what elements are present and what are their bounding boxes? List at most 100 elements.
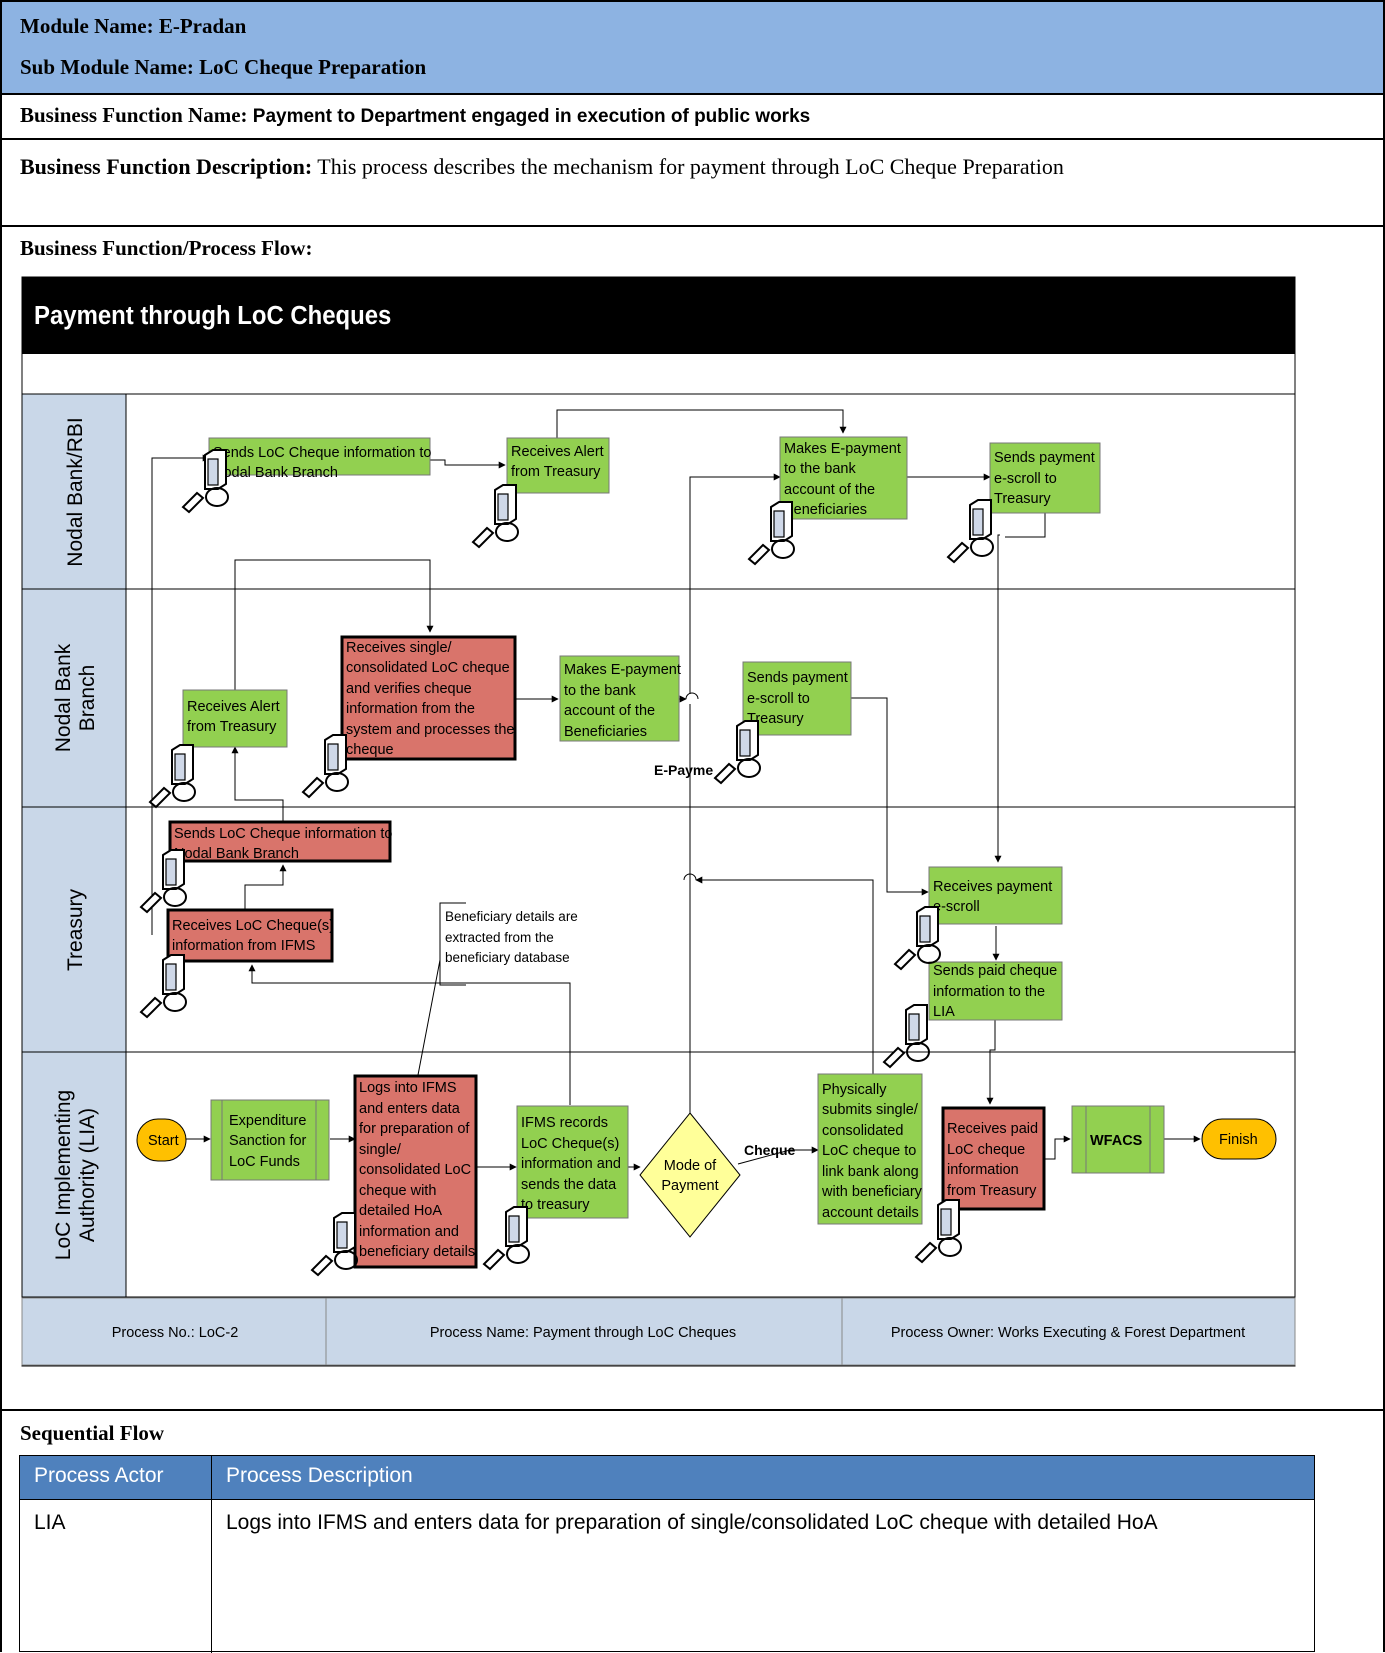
cheque-label: Cheque: [744, 1142, 796, 1158]
svg-text:consolidated: consolidated: [822, 1123, 903, 1139]
diagram-title-bar: [22, 277, 1295, 354]
svg-text:to the bank: to the bank: [564, 683, 636, 699]
svg-text:account details: account details: [822, 1205, 919, 1221]
svg-text:cheque: cheque: [346, 742, 394, 758]
svg-text:LoC Cheque(s): LoC Cheque(s): [521, 1136, 619, 1152]
physically-submits-box: [817, 1073, 923, 1225]
svg-text:Authority (LIA): Authority (LIA): [76, 1108, 99, 1242]
svg-text:Receives LoC Cheque(s): Receives LoC Cheque(s): [172, 918, 334, 934]
svg-text:Treasury: Treasury: [994, 491, 1051, 507]
tr-sends-box: [168, 820, 392, 863]
svg-text:consolidated LoC: consolidated LoC: [359, 1162, 471, 1178]
svg-text:information to the: information to the: [933, 984, 1045, 1000]
epayment-label: E-Payme: [654, 762, 713, 778]
svg-text:Receives Alert: Receives Alert: [511, 444, 604, 460]
business-function-name: Business Function Name: Payment to Depar…: [20, 103, 811, 127]
tr-sends-paid-box: [928, 961, 1063, 1021]
svg-text:Logs into IFMS: Logs into IFMS: [359, 1080, 457, 1096]
process-flow-label: Business Function/Process Flow:: [20, 236, 313, 260]
svg-text:Nodal Bank Branch: Nodal Bank Branch: [174, 846, 299, 862]
nb-receives-alert-box: [182, 689, 288, 748]
svg-text:Payment: Payment: [661, 1178, 718, 1194]
svg-text:submits single/: submits single/: [822, 1102, 919, 1118]
nb-receives-cheque-box: [340, 635, 517, 761]
finish-node: [1201, 1118, 1277, 1160]
lane-treasury: Treasury: [64, 888, 87, 971]
svg-text:to treasury: to treasury: [521, 1197, 590, 1213]
svg-text:Expenditure: Expenditure: [229, 1113, 306, 1129]
ifms-records-box: [516, 1105, 629, 1219]
svg-text:to the bank: to the bank: [784, 461, 856, 477]
svg-text:information and: information and: [359, 1224, 459, 1240]
module-name: Module Name: E-Pradan: [20, 14, 247, 38]
svg-text:e-scroll: e-scroll: [933, 899, 980, 915]
col-process-actor: Process Actor: [20, 1456, 211, 1499]
svg-text:single/: single/: [359, 1142, 402, 1158]
tr-annotation-note: Beneficiary details are extracted from t…: [445, 909, 578, 965]
svg-text:consolidated LoC cheque: consolidated LoC cheque: [346, 660, 510, 676]
svg-text:from Treasury: from Treasury: [947, 1183, 1037, 1199]
svg-text:system and processes the: system and processes the: [346, 722, 514, 738]
nb-sends-scroll-box: [742, 661, 852, 736]
table-row-actor: LIA: [34, 1511, 66, 1534]
col-process-description: Process Description: [212, 1456, 1314, 1499]
svg-text:sends the data: sends the data: [521, 1177, 617, 1193]
rbi-sends-box: [208, 437, 431, 476]
svg-text:Receives paid: Receives paid: [947, 1121, 1038, 1137]
svg-text:with beneficiary: with beneficiary: [821, 1184, 923, 1200]
svg-text:and enters data: and enters data: [359, 1101, 461, 1117]
svg-text:Start: Start: [148, 1133, 179, 1149]
svg-text:for preparation of: for preparation of: [359, 1121, 470, 1137]
svg-text:account of the: account of the: [564, 703, 655, 719]
svg-text:Branch: Branch: [76, 665, 99, 732]
svg-text:information: information: [947, 1162, 1019, 1178]
svg-text:WFACS: WFACS: [1090, 1133, 1143, 1149]
svg-text:IFMS records: IFMS records: [521, 1115, 608, 1131]
svg-text:Process Name: Payment through: Process Name: Payment through LoC Cheque…: [430, 1325, 736, 1341]
svg-text:e-scroll to: e-scroll to: [994, 471, 1057, 487]
lane-lia: LoC Implementing Authority (LIA): [52, 1090, 99, 1260]
svg-text:from Treasury: from Treasury: [187, 719, 277, 735]
sequential-table: Process Actor Process Description LIA Lo…: [19, 1455, 1315, 1653]
sequential-flow-title: Sequential Flow: [20, 1421, 165, 1445]
svg-text:Sends LoC Cheque information: Sends LoC Cheque information to: [213, 445, 431, 461]
logs-into-ifms-box: [353, 1074, 478, 1269]
svg-text:link bank along: link bank along: [822, 1164, 919, 1180]
submodule-name: Sub Module Name: LoC Cheque Preparation: [20, 55, 427, 79]
svg-text:detailed HoA: detailed HoA: [359, 1203, 442, 1219]
start-node: [136, 1118, 187, 1162]
svg-text:Sanction for: Sanction for: [229, 1133, 307, 1149]
rbi-sends-scroll-box: [989, 442, 1101, 514]
svg-text:beneficiary database: beneficiary database: [445, 950, 570, 965]
svg-text:Treasury: Treasury: [747, 711, 804, 727]
rbi-receives-box: [506, 437, 610, 494]
svg-text:Sends paid cheque: Sends paid cheque: [933, 963, 1057, 979]
rbi-makes-payment-box: [779, 436, 908, 520]
svg-text:Sends payment: Sends payment: [747, 670, 848, 686]
mode-of-payment-decision: [639, 1112, 741, 1238]
svg-text:extracted from the: extracted from the: [445, 930, 554, 945]
svg-text:Beneficiaries: Beneficiaries: [784, 502, 867, 518]
tr-receives-escroll-box: [928, 866, 1063, 925]
svg-text:LoC Funds: LoC Funds: [229, 1154, 300, 1170]
svg-text:Physically: Physically: [822, 1082, 887, 1098]
svg-text:Makes E-payment: Makes E-payment: [784, 441, 901, 457]
table-row-description: Logs into IFMS and enters data for prepa…: [226, 1511, 1158, 1534]
module-header: [0, 0, 1385, 93]
svg-text:Makes E-payment: Makes E-payment: [564, 662, 681, 678]
svg-text:Receives Alert: Receives Alert: [187, 699, 280, 715]
svg-text:Sends payment: Sends payment: [994, 450, 1095, 466]
svg-text:information from IFMS: information from IFMS: [172, 938, 315, 954]
lane-nodal-bank-branch: Nodal Bank Branch: [52, 643, 99, 752]
svg-text:Sends LoC Cheque information: Sends LoC Cheque information to: [174, 826, 392, 842]
svg-text:e-scroll to: e-scroll to: [747, 691, 810, 707]
svg-text:from Treasury: from Treasury: [511, 464, 601, 480]
expenditure-sanction-box: [210, 1099, 330, 1181]
diagram-title: Payment through LoC Cheques: [34, 301, 391, 330]
lane-nodal-bank-rbi: Nodal Bank/RBI: [64, 417, 87, 566]
nb-makes-payment-box: [559, 655, 680, 742]
svg-text:and verifies cheque: and verifies cheque: [346, 681, 472, 697]
svg-text:LoC cheque: LoC cheque: [947, 1142, 1025, 1158]
svg-text:Beneficiaries: Beneficiaries: [564, 724, 647, 740]
receives-paid-cheque-box: [941, 1106, 1046, 1211]
